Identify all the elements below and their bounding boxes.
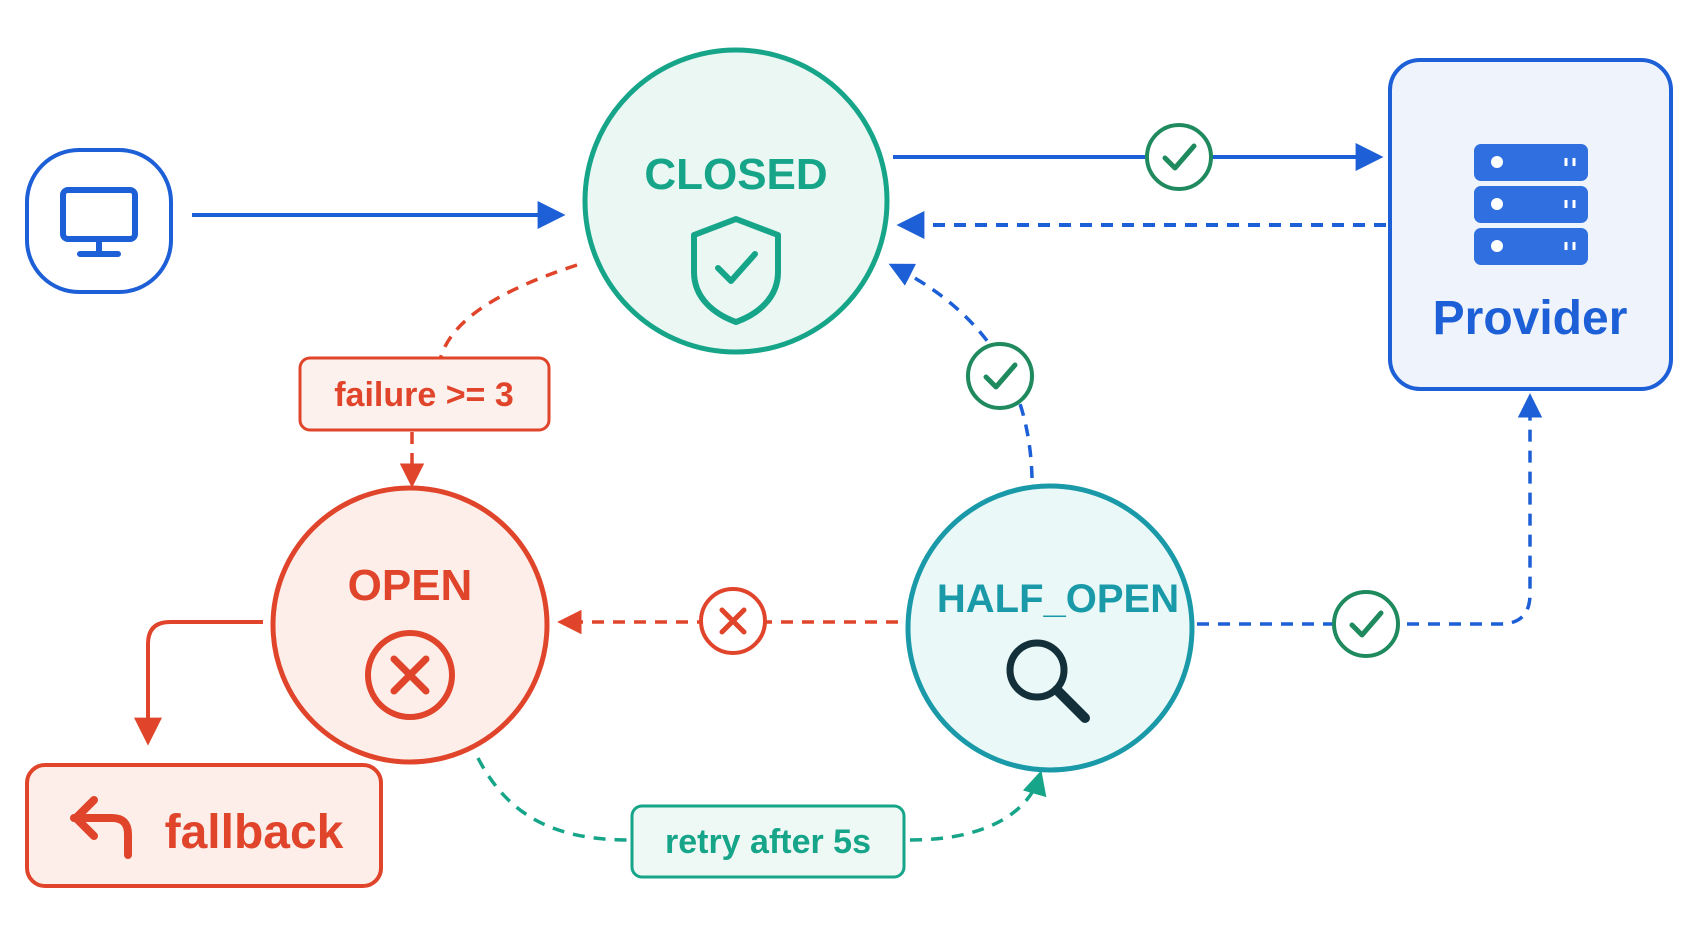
fallback-node: fallback (25, 763, 383, 888)
half-open-label: HALF_OPEN (937, 577, 1179, 621)
half-open-state: HALF_OPEN (905, 483, 1195, 773)
edge-open-to-fallback (134, 620, 263, 746)
retry-delay-text: retry after 5s (665, 823, 871, 861)
check-circle-icon (966, 342, 1034, 410)
x-circle-icon (699, 587, 767, 655)
edge-halfopen-to-provider (1197, 393, 1543, 626)
closed-label: CLOSED (644, 150, 827, 199)
failure-threshold-text: failure >= 3 (334, 376, 514, 414)
return-arrow-icon (70, 796, 132, 859)
edge-open-to-halfopen (476, 757, 631, 842)
open-state: OPEN (270, 485, 550, 765)
check-circle-icon (1145, 123, 1213, 191)
retry-delay-label: retry after 5s (630, 804, 906, 879)
failure-threshold-label: failure >= 3 (298, 356, 551, 432)
edge-closed-to-open (438, 263, 578, 361)
edge-retry-to-halfopen (909, 770, 1047, 842)
x-circle-icon (365, 630, 455, 720)
edge-halfopen-to-closed (888, 263, 1034, 479)
provider-label: Provider (1433, 292, 1628, 345)
provider-node: Provider (1388, 58, 1673, 391)
magnifier-icon (1006, 639, 1090, 723)
server-stack-icon (1474, 144, 1588, 265)
check-circle-icon (1332, 590, 1400, 658)
closed-state: CLOSED (582, 47, 890, 355)
fallback-label: fallback (165, 806, 344, 859)
shield-check-icon (691, 216, 781, 325)
client-node (25, 148, 173, 294)
open-label: OPEN (348, 561, 473, 610)
monitor-icon (60, 187, 138, 257)
